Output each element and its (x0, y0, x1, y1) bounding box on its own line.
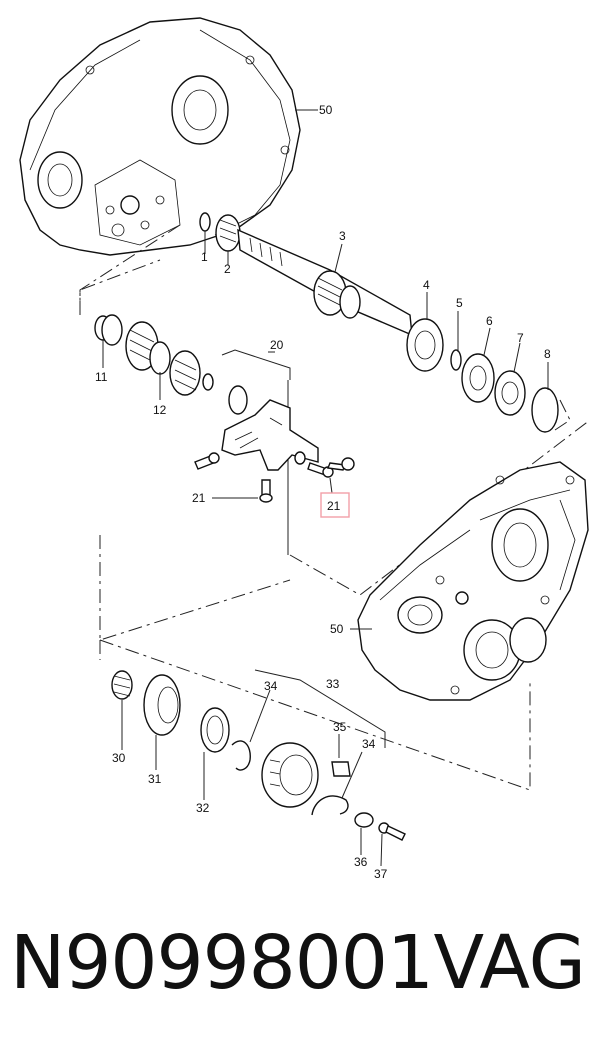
callout-21-highlighted: 21 (327, 499, 341, 513)
callout-34-left: 34 (264, 679, 278, 693)
synchro-assembly (111, 670, 406, 841)
callout-12: 12 (153, 403, 167, 417)
callout-33: 33 (326, 677, 340, 691)
gear-cluster (94, 314, 214, 396)
callout-5: 5 (456, 296, 463, 310)
selector-fork-assembly (194, 349, 355, 555)
callout-8: 8 (544, 347, 551, 361)
callout-4: 4 (423, 278, 430, 292)
callout-7: 7 (517, 331, 524, 345)
callout-35: 35 (333, 720, 347, 734)
callout-20: 20 (270, 338, 284, 352)
part-number: N90998001 (10, 920, 434, 1006)
highlight-box-21 (320, 492, 350, 518)
callout-50-lower: 50 (330, 622, 344, 636)
callout-11: 11 (95, 370, 108, 384)
callout-36: 36 (354, 855, 368, 869)
callout-34-right: 34 (362, 737, 376, 751)
callout-37: 37 (374, 867, 388, 881)
input-shaft-assembly (199, 212, 559, 433)
callout-3: 3 (339, 229, 346, 243)
clutch-housing-top (19, 17, 301, 256)
callout-6: 6 (486, 314, 493, 328)
callout-31: 31 (148, 772, 162, 786)
callout-32: 32 (196, 801, 210, 815)
callout-30: 30 (112, 751, 126, 765)
brand-name: VAG (433, 920, 586, 1006)
exploded-parts-diagram: 50 1 2 3 4 5 6 7 8 11 12 20 21 21 50 30 … (19, 17, 591, 881)
gearbox-housing-lower (357, 461, 589, 701)
callout-1: 1 (201, 250, 208, 264)
callout-50-upper: 50 (319, 103, 333, 117)
callout-21-left: 21 (192, 491, 206, 505)
callout-2: 2 (224, 262, 231, 276)
